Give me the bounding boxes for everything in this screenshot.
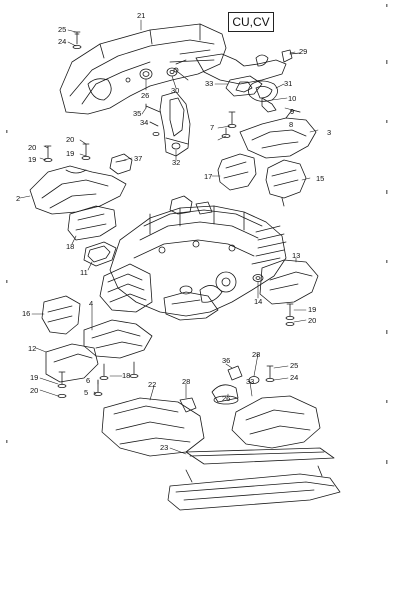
callout-label: 28 <box>252 350 261 359</box>
callout-label: 3 <box>327 128 332 137</box>
callout-label: 10 <box>288 94 297 103</box>
callout-label: 17 <box>204 172 213 181</box>
gasket-part-11 <box>83 241 117 267</box>
callout-label: 18 <box>122 371 131 380</box>
callout-label: 20 <box>308 316 317 325</box>
callout-label: 26 <box>222 394 231 403</box>
shroud-part-13 <box>259 259 319 305</box>
bracket-cluster-31-33-10 <box>195 53 287 113</box>
callout-label: 20 <box>66 135 75 144</box>
callout-label: 9 <box>290 107 295 116</box>
callout-label: 7 <box>210 123 215 132</box>
cover-part-16 <box>41 295 81 335</box>
engine-assembly <box>99 195 287 321</box>
callout-label: 21 <box>137 11 146 20</box>
callout-label: 32 <box>172 158 181 167</box>
callout-label: 19 <box>30 373 39 382</box>
callout-label: 31 <box>284 79 293 88</box>
callout-label: 25 <box>58 25 67 34</box>
callout-label: 8 <box>289 120 294 129</box>
callout-label: 37 <box>134 154 143 163</box>
callout-label: 33 <box>246 377 255 386</box>
bracket-32 <box>145 91 191 157</box>
leader-lines <box>19 19 319 455</box>
dome-cap-26-33 <box>211 384 239 405</box>
callout-label: 20 <box>28 143 37 152</box>
callout-label: 26 <box>141 91 150 100</box>
callout-label: 13 <box>292 251 301 260</box>
upper-shroud-part-21 <box>59 23 227 115</box>
callout-label: 24 <box>290 373 299 382</box>
screw-washer-25-24-top <box>72 31 82 50</box>
callout-label: 35 <box>133 109 142 118</box>
fasteners-19-20-right <box>285 303 295 326</box>
callout-label: 25 <box>290 361 299 370</box>
callout-label: 6 <box>86 376 91 385</box>
lower-shroud-part-2 <box>29 165 127 215</box>
callout-label: 20 <box>30 386 39 395</box>
grommet-part-14 <box>252 274 264 282</box>
clip-part-28-center <box>179 397 197 413</box>
callout-label: 19 <box>66 149 75 158</box>
callout-label: 22 <box>148 380 157 389</box>
callout-label: 5 <box>84 388 89 397</box>
model-code-badge: CU,CV <box>228 12 274 32</box>
cover-part-17 <box>217 153 257 191</box>
long-rail-part-23 <box>185 447 335 465</box>
callout-label: 29 <box>299 47 308 56</box>
lower-pan-right <box>231 395 321 449</box>
callout-label: 14 <box>254 297 263 306</box>
callout-label: 4 <box>89 299 94 308</box>
lower-pan-part-22 <box>101 397 205 457</box>
callout-label: 36 <box>222 356 231 365</box>
callout-label: 19 <box>308 305 317 314</box>
callout-label: 28 <box>182 377 191 386</box>
callout-label: 23 <box>160 443 169 452</box>
duct-part-18 <box>67 205 117 241</box>
callout-label: 30 <box>171 86 180 95</box>
cover-part-15 <box>265 159 307 207</box>
callout-label: 18 <box>66 242 75 251</box>
callout-label: 15 <box>316 174 325 183</box>
clip-29 <box>281 49 301 63</box>
callout-label: 19 <box>28 155 37 164</box>
callout-label: 11 <box>80 268 88 277</box>
shroud-part-3 <box>239 109 317 159</box>
callout-label: 33 <box>205 79 214 88</box>
fasteners-7-8-9 <box>221 111 237 138</box>
callout-label: 16 <box>22 309 31 318</box>
skid-plate-bottom <box>167 465 341 511</box>
callout-label: 12 <box>28 344 37 353</box>
callout-label: 24 <box>58 37 67 46</box>
callout-label: 2 <box>16 194 21 203</box>
right-cluster-24-25-28-36 <box>227 365 275 384</box>
tray-part-4 <box>83 319 153 359</box>
callout-label: 34 <box>140 118 149 127</box>
margin-marks <box>6 4 388 464</box>
plate-part-12 <box>45 343 99 383</box>
cap-part-37 <box>109 153 133 175</box>
